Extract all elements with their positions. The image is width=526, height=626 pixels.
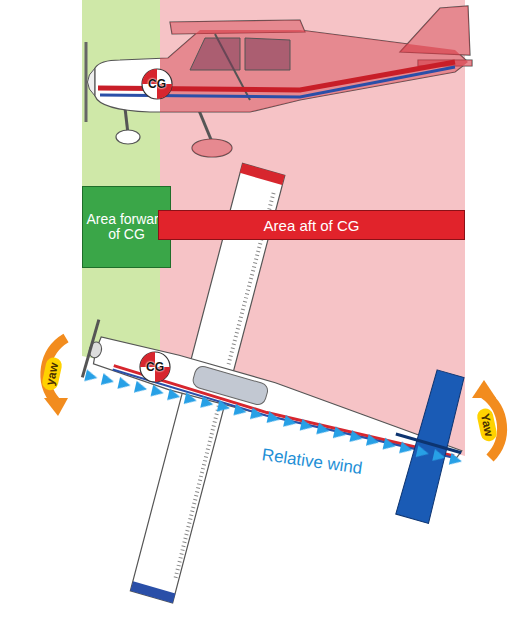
wing-tip [130, 581, 175, 603]
yaw-label: yaw [41, 356, 63, 391]
cg-text: CG [146, 360, 164, 374]
plane-body [95, 6, 472, 157]
cg-marker: CG [141, 68, 173, 100]
wing-tip [240, 163, 285, 185]
window [245, 38, 290, 70]
relative-wind-label: Relative wind [261, 445, 364, 479]
top-view-plane [28, 137, 521, 626]
spinner [88, 68, 96, 96]
yaw-label: Yaw [476, 407, 499, 443]
gear-leg [198, 108, 212, 142]
plane-part [472, 380, 496, 398]
plane-tint [160, 6, 472, 157]
region-bar: Area aft of CG [158, 210, 465, 240]
yaw-arrow [472, 380, 502, 458]
region-label: Area forward of CG [83, 212, 170, 243]
propeller [82, 320, 99, 378]
side-view-plane [86, 6, 472, 157]
cg-circle [142, 69, 172, 99]
plane-part [44, 398, 68, 416]
region-label: Area aft of CG [264, 217, 360, 234]
cg-marker: CG [139, 351, 171, 383]
window [190, 38, 240, 70]
cg-text: CG [148, 77, 166, 91]
cg-circle [140, 352, 170, 382]
